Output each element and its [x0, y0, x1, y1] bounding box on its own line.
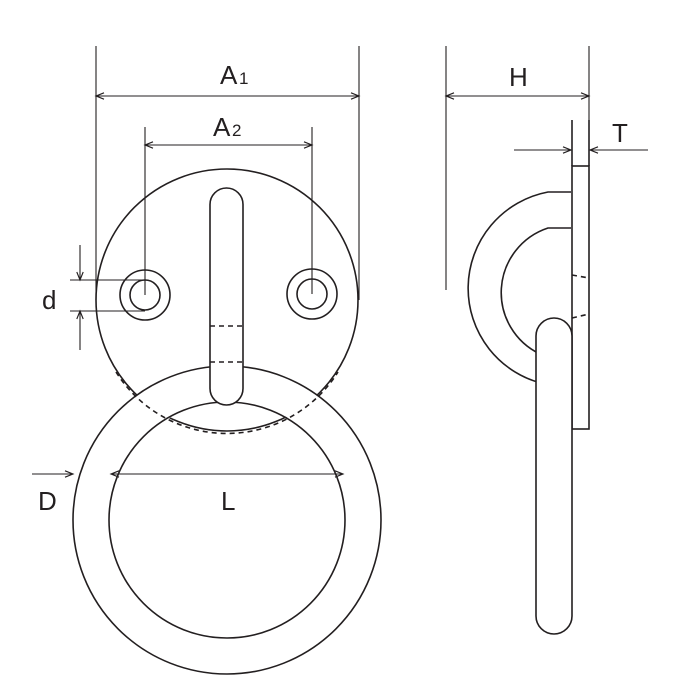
side-view: H T — [444, 46, 648, 635]
label-a2: A — [213, 112, 231, 142]
dimension-d: d — [42, 245, 145, 350]
dimension-h: H — [444, 46, 591, 290]
dimension-a2: A 2 — [143, 112, 314, 295]
label-d: d — [42, 285, 56, 315]
dimension-D: D — [32, 470, 75, 516]
staple-inner — [500, 227, 571, 355]
staple-bar — [209, 187, 244, 406]
ring — [72, 365, 382, 675]
front-view: A 1 A 2 d D L — [32, 46, 382, 675]
plate-side — [571, 165, 590, 430]
label-a2-sub: 2 — [232, 121, 241, 140]
label-h: H — [509, 62, 528, 92]
dimension-a1: A 1 — [94, 46, 361, 300]
label-a1-sub: 1 — [239, 69, 248, 88]
staple-outer — [467, 191, 571, 385]
label-t: T — [612, 118, 628, 148]
label-L: L — [221, 486, 235, 516]
ring-side — [535, 317, 573, 635]
label-D: D — [38, 486, 57, 516]
label-a1: A — [220, 60, 238, 90]
dimension-t: T — [514, 118, 648, 154]
dimension-L: L — [109, 470, 345, 516]
